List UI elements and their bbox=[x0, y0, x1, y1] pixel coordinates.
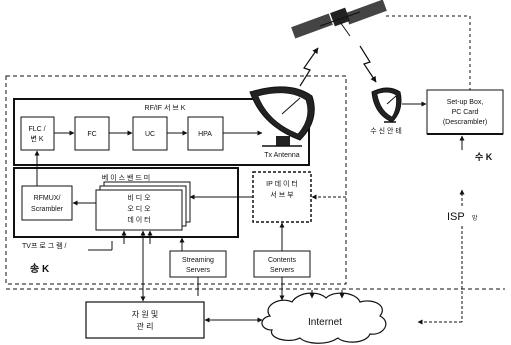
settop-label-1: Set-up Box, bbox=[447, 99, 484, 106]
flc-box bbox=[21, 117, 54, 150]
isp-sub-label: 망 bbox=[472, 214, 478, 222]
transmit-station-label: 송 K bbox=[30, 263, 50, 275]
rfmux-box-label-1: RFMUX/ bbox=[34, 195, 61, 202]
contents-label-1: Contents bbox=[268, 257, 297, 264]
rx-dish-label: 수 신 안 테 bbox=[370, 126, 402, 135]
video-label: 비 디 오 bbox=[127, 193, 151, 202]
resource-mgmt-label-2: 관 리 bbox=[137, 321, 154, 331]
streaming-label-1: Streaming bbox=[182, 257, 214, 264]
internet-label: Internet bbox=[308, 317, 342, 328]
uplink-signal bbox=[300, 48, 318, 86]
hpa-box-label: HPA bbox=[198, 131, 212, 138]
ip-data-label-1: IP 데 이 터 bbox=[266, 179, 298, 188]
tv-program-label: TV프 로 그 램 / bbox=[22, 242, 66, 250]
isp-label: ISP bbox=[447, 211, 465, 223]
resource-mgmt-box bbox=[86, 302, 204, 338]
contents-label-2: Servers bbox=[270, 267, 295, 274]
settop-label-2: PC Card bbox=[452, 109, 479, 116]
uc-box-label: UC bbox=[145, 131, 155, 138]
ip-data-label-2: 서 브 부 bbox=[270, 190, 294, 199]
downlink-signal bbox=[360, 46, 376, 82]
rfmux-box bbox=[22, 186, 72, 220]
audio-label: 오 디 오 bbox=[127, 204, 151, 213]
satellite-icon bbox=[291, 0, 387, 38]
data-label: 데 이 터 bbox=[127, 215, 150, 224]
receive-station-label: 수 K bbox=[475, 152, 493, 162]
fc-box-label: FC bbox=[87, 131, 96, 138]
baseband-section-label: 베 이 스 밴 드 미 bbox=[102, 173, 150, 182]
flc-box-label-1: FLC / bbox=[28, 126, 45, 133]
resource-mgmt-label-1: 자 원 및 bbox=[132, 309, 159, 319]
streaming-label-2: Servers bbox=[186, 267, 211, 274]
settop-label-3: (Descrambler) bbox=[443, 119, 487, 126]
tx-antenna-dish-icon bbox=[250, 87, 314, 146]
rf-if-section-label: RF/IF 서 브 K bbox=[145, 103, 186, 112]
rfmux-box-label-2: Scrambler bbox=[31, 206, 64, 213]
tx-antenna-label: Tx Antenna bbox=[264, 152, 300, 159]
flc-box-label-2: 변 K bbox=[30, 135, 43, 143]
rx-dish-icon bbox=[372, 88, 401, 122]
